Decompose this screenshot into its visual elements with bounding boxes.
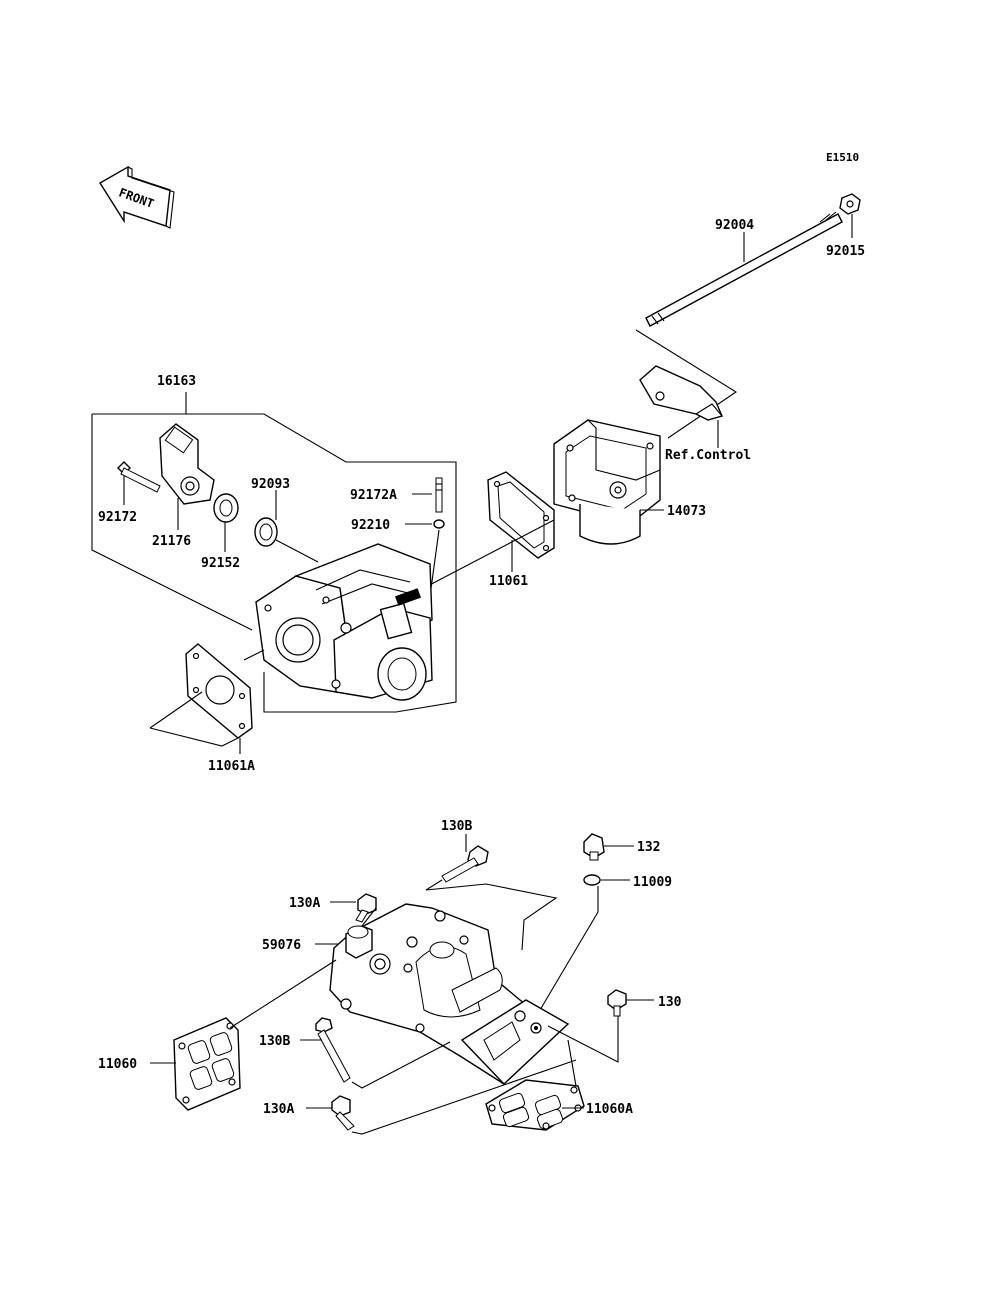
label-92172: 92172 [98, 510, 137, 525]
label-130B-low: 130B [259, 1034, 290, 1049]
intake-manifold [329, 903, 570, 1085]
guide-11060A [567, 1039, 577, 1087]
screw-92172 [117, 461, 161, 493]
label-92172A: 92172A [350, 488, 397, 503]
stud-92004 [645, 211, 843, 327]
label-21176: 21176 [152, 534, 191, 549]
bracket-ref-control [639, 365, 723, 421]
label-92093: 92093 [251, 477, 290, 492]
label-11061: 11061 [489, 574, 528, 589]
label-11061A: 11061A [208, 759, 255, 774]
guide-130B-top [425, 879, 558, 951]
guide-130A-top [361, 907, 377, 927]
oring-92093 [254, 517, 278, 547]
bolt-130A-top [355, 893, 377, 923]
guide-line-housing [419, 519, 555, 591]
label-130B-top: 130B [441, 819, 472, 834]
housing-14073 [553, 419, 661, 545]
gasket-11061A [185, 643, 253, 739]
label-130A-top: 130A [289, 896, 320, 911]
label-11060: 11060 [98, 1057, 137, 1072]
label-92210: 92210 [351, 518, 390, 533]
guide-oring [275, 539, 319, 563]
front-arrow-icon: FRONT [99, 165, 175, 229]
gasket-11061 [487, 471, 555, 559]
bolt-130A-low [331, 1095, 355, 1131]
guide-11060 [229, 959, 337, 1029]
gasket-11060A [485, 1079, 585, 1131]
label-16163: 16163 [157, 374, 196, 389]
guide-130B-low [351, 1041, 451, 1089]
plug-132 [583, 833, 605, 861]
guide-throttle-gasket [243, 649, 265, 661]
diagram-code: E1510 [826, 151, 859, 164]
nut-hole [846, 200, 854, 208]
label-92152: 92152 [201, 556, 240, 571]
washer-11009 [583, 874, 601, 886]
label-92015: 92015 [826, 244, 865, 259]
gasket-11060 [173, 1017, 241, 1111]
bolt-130B-top [441, 845, 489, 883]
label-ref-control: Ref.Control [665, 448, 751, 463]
bolt-130 [607, 989, 627, 1017]
washer-92210 [433, 519, 445, 529]
guide-130A-low [351, 1059, 577, 1135]
stud-92172A [435, 477, 443, 513]
throttle-body [255, 543, 433, 701]
outline-16163 [92, 413, 457, 713]
guide-130 [547, 1016, 619, 1063]
clip-92152 [213, 493, 239, 523]
label-14073: 14073 [667, 504, 706, 519]
label-92004: 92004 [715, 218, 754, 233]
label-130A-low: 130A [263, 1102, 294, 1117]
throttle-sensor-21176 [159, 423, 215, 505]
label-132: 132 [637, 840, 660, 855]
label-11009: 11009 [633, 875, 672, 890]
label-130: 130 [658, 995, 682, 1010]
guide-11009 [539, 886, 599, 1011]
outline-16163-left [91, 414, 253, 631]
label-11060A: 11060A [586, 1102, 633, 1117]
guide-92210 [429, 529, 440, 597]
guide-11061A-a [149, 691, 203, 729]
guide-11061A-b [149, 727, 239, 747]
dashed-guide-stud [635, 329, 738, 439]
bolt-130B-low [315, 1017, 351, 1083]
label-59076: 59076 [262, 938, 301, 953]
